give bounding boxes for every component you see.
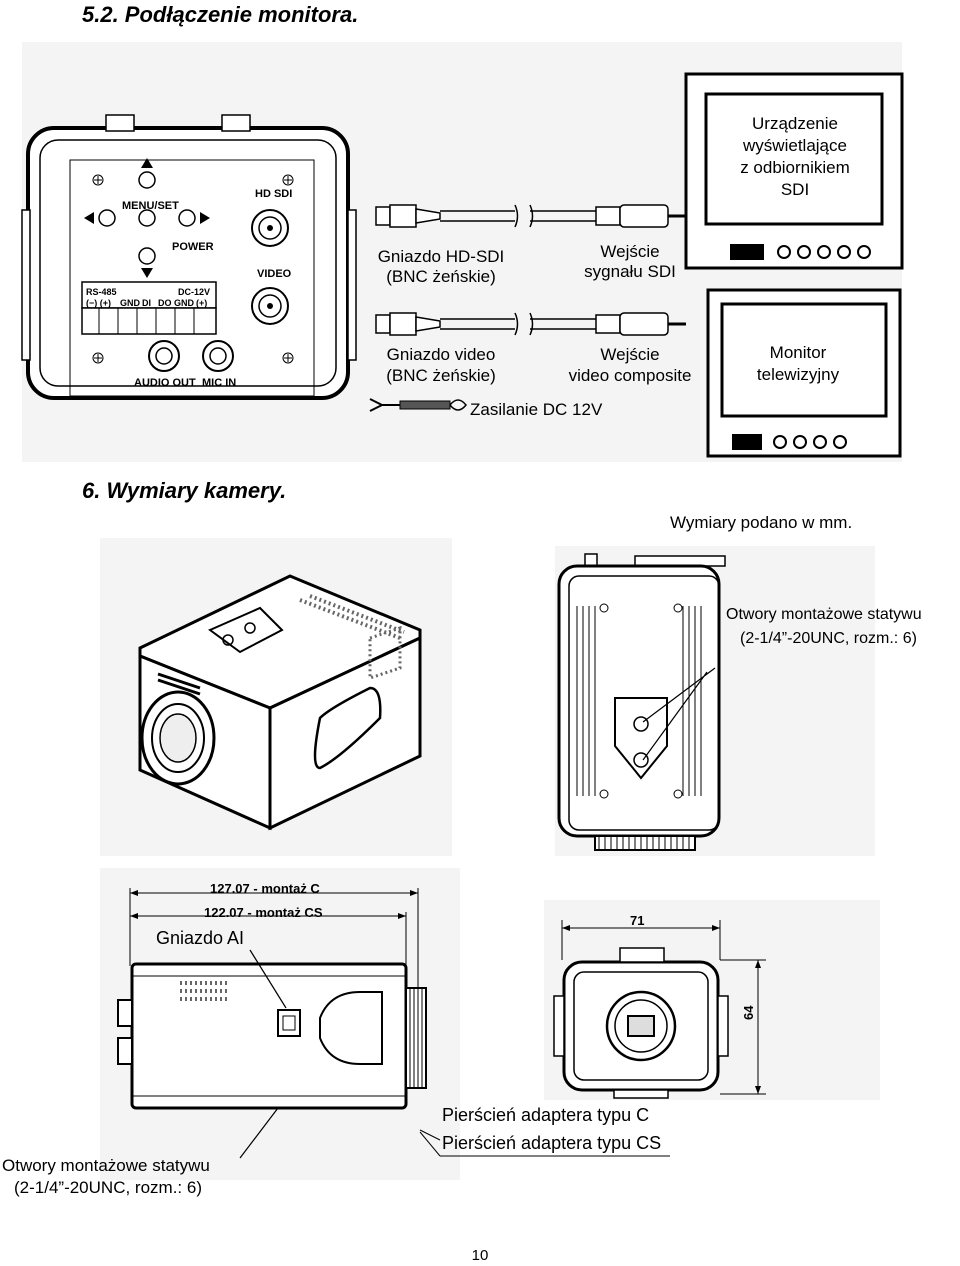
audio-out-label: AUDIO OUT — [134, 377, 196, 389]
section-title-monitor: 5.2. Podłączenie monitora. — [82, 2, 359, 27]
length-cs-label: 122.07 - montaż CS — [204, 905, 323, 920]
di-label: DI — [142, 298, 151, 308]
power-supply-label: Zasilanie DC 12V — [470, 400, 603, 419]
section-title-dimensions: 6. Wymiary kamery. — [82, 478, 287, 503]
video-socket-line-1: Gniazdo video — [386, 345, 496, 364]
mount-holes-bottom-line-2: (2-1/4”-20UNC, rozm.: 6) — [14, 1178, 202, 1197]
sdi-device-line-2: wyświetlające — [743, 136, 847, 155]
cables — [369, 204, 686, 412]
camera-bottom-drawing — [557, 553, 726, 851]
composite-input-line-2: video composite — [568, 366, 692, 385]
width-label: 71 — [630, 913, 645, 928]
video-label: VIDEO — [257, 268, 292, 280]
sdi-device-line-4: SDI — [780, 180, 810, 199]
hdsdi-socket-line-2: (BNC żeńskie) — [386, 267, 496, 286]
power-label: POWER — [172, 241, 214, 253]
hdsdi-socket-line-1: Gniazdo HD-SDI — [377, 247, 505, 266]
height-label: 64 — [741, 1005, 756, 1020]
gnd-label: GND — [120, 298, 140, 308]
camera-front-drawing — [553, 920, 766, 1099]
menu-set-label: MENU/SET — [122, 200, 179, 212]
dc-plus-label: (+) — [196, 298, 208, 308]
length-c-label: 127.07 - montaż C — [210, 881, 320, 896]
units-note: Wymiary podano w mm. — [670, 513, 853, 532]
sdi-device-line-3: z odbiornikiem — [740, 158, 850, 177]
ring-cs-label: Pierścień adaptera typu CS — [442, 1133, 662, 1153]
mount-holes-bottom-line-1: Otwory montażowe statywu — [2, 1156, 210, 1175]
sdi-device-line-1: Urządzenie — [752, 114, 838, 133]
composite-input-line-1: Wejście — [600, 345, 660, 364]
page-number: 10 — [471, 1247, 489, 1264]
camera-3d-drawing — [138, 574, 422, 831]
rs485-polarity-label: (−) (+) — [86, 298, 112, 308]
tv-monitor — [706, 288, 902, 458]
mic-in-label: MIC IN — [202, 377, 237, 389]
mount-holes-top-line-2: (2-1/4”-20UNC, rozm.: 6) — [740, 630, 917, 647]
mount-holes-top-line-1: Otwory montażowe statywu — [726, 606, 922, 623]
ai-socket-label: Gniazdo AI — [156, 928, 245, 948]
sdi-input-line-1: Wejście — [600, 242, 660, 261]
camera-side-drawing — [117, 888, 427, 1159]
do-label: DO — [158, 298, 172, 308]
rs485-label: RS-485 — [86, 287, 117, 297]
dc-gnd-label: GND — [174, 298, 194, 308]
tv-monitor-line-1: Monitor — [769, 343, 827, 362]
camera-rear-panel — [21, 114, 357, 400]
video-socket-line-2: (BNC żeńskie) — [386, 366, 496, 385]
ring-c-label: Pierścień adaptera typu C — [442, 1105, 650, 1125]
tv-monitor-line-2: telewizyjny — [756, 365, 840, 384]
hd-sdi-label: HD SDI — [255, 188, 293, 200]
dc12v-label: DC-12V — [178, 287, 211, 297]
sdi-input-line-2: sygnału SDI — [584, 262, 676, 281]
ring-label-leaders — [419, 1129, 670, 1157]
sdi-display-device — [684, 72, 904, 270]
